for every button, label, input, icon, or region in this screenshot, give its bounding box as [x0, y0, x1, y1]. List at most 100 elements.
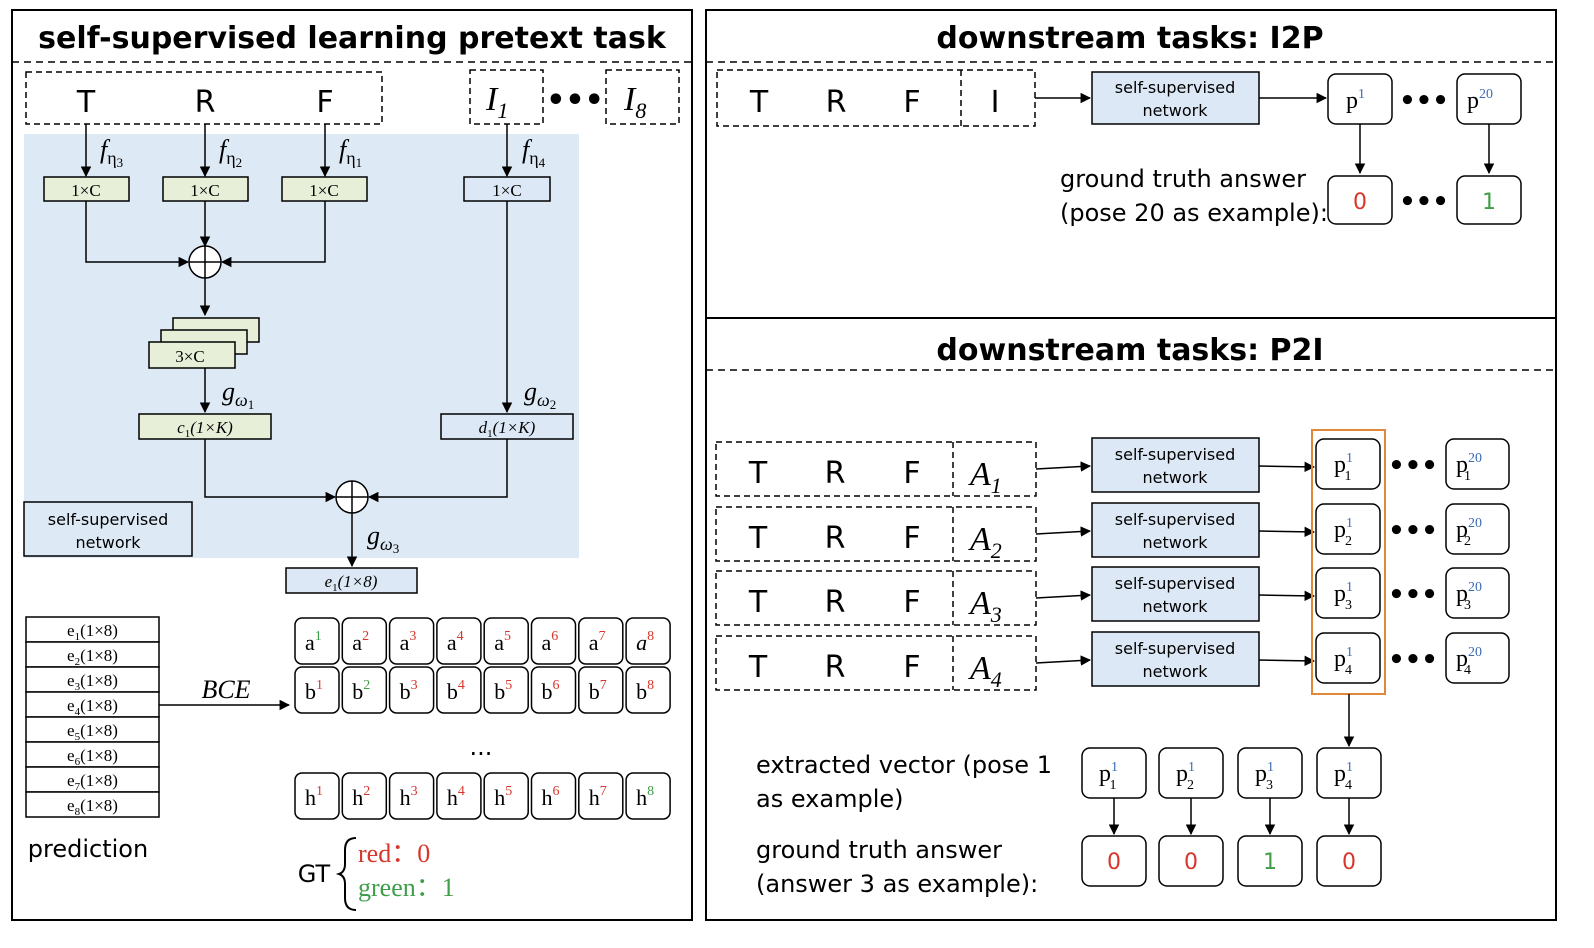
p2i-network-label: network — [1143, 533, 1209, 552]
p2i-answer-box — [1158, 835, 1224, 887]
i2p-answer-box-1 — [1327, 175, 1393, 225]
grid-ellipsis: ... — [470, 733, 493, 761]
p2i-input-letter: F — [903, 521, 920, 556]
grid-cell — [436, 617, 482, 665]
i2p-panel: downstream tasks: I2P T R F I self-super… — [705, 9, 1557, 319]
grid-cell — [341, 772, 388, 820]
grid-cell-label: b1 — [305, 678, 323, 704]
d1-box — [440, 413, 574, 440]
grid-cell-label: b4 — [447, 678, 465, 704]
i2p-network-line1: self-supervised — [1115, 78, 1235, 97]
p2i-input-letter: T — [748, 456, 768, 491]
network-label-line1: self-supervised — [48, 510, 168, 529]
grid-cell — [483, 666, 529, 714]
prediction-row — [25, 791, 160, 818]
left-panel-title: self-supervised learning pretext task — [38, 21, 667, 56]
p2i-answer-value: 1 — [1263, 850, 1277, 875]
grid-cell — [388, 666, 435, 714]
p2i-gt-caption-line1: ground truth answer — [756, 836, 1002, 864]
f-eta4-label: fη4 — [522, 135, 546, 170]
p2i-network-label: self-supervised — [1115, 639, 1235, 658]
p2i-input-letter: F — [903, 585, 920, 620]
i2p-network-line2: network — [1143, 101, 1209, 120]
bce-label: BCE — [201, 675, 250, 704]
p2i-input-letter: T — [748, 585, 768, 620]
grid-cell-label: a1 — [305, 629, 322, 655]
grid-cell-label: h1 — [305, 784, 323, 810]
c1-box — [138, 413, 272, 440]
network-label-box — [23, 501, 193, 557]
p2i-input-letter: F — [903, 456, 920, 491]
p2i-answer-label: A3 — [968, 585, 1002, 627]
p2i-input-box — [715, 506, 1037, 562]
network-background — [24, 134, 579, 558]
p2i-input-letter: R — [825, 456, 846, 491]
f-eta2-label: fη2 — [219, 135, 242, 170]
i2p-pose-label-20: p20 — [1467, 87, 1493, 114]
grid-cell-label: a4 — [447, 629, 464, 655]
p2i-network-label: network — [1143, 468, 1209, 487]
grid-cell-label: a7 — [589, 629, 606, 655]
i2p-caption-line1: ground truth answer — [1060, 165, 1306, 193]
i2p-input-r: R — [826, 85, 847, 120]
i2p-input-i: I — [991, 85, 1000, 120]
extracted-caption-line2: as example) — [756, 785, 904, 813]
p2i-answer-value: 0 — [1107, 850, 1121, 875]
concat-operator-icon — [188, 245, 222, 279]
prediction-row-label: e2(1×8) — [67, 646, 118, 668]
grid-cell — [578, 666, 624, 714]
vector-label-i: 1×C — [492, 181, 521, 200]
grid-cell-label: a3 — [400, 629, 417, 655]
p2i-input-letter: R — [825, 650, 846, 685]
prediction-row — [25, 616, 160, 643]
grid-cell-label: b6 — [542, 678, 560, 704]
grid-cell-label: h6 — [542, 784, 560, 810]
grid-cell-label: b5 — [494, 678, 512, 704]
input-t: T — [76, 85, 96, 120]
i2p-answer-20: 1 — [1482, 190, 1496, 215]
grid-cell — [483, 617, 529, 665]
p2i-pose-box — [1315, 567, 1381, 619]
i2p-caption-line2: (pose 20 as example): — [1060, 199, 1328, 227]
image-label-1: I1 — [485, 81, 508, 123]
prediction-row-label: e6(1×8) — [67, 746, 118, 768]
p2i-network-box — [1091, 437, 1260, 493]
p2i-input-letter: T — [748, 650, 768, 685]
prediction-row — [25, 766, 160, 793]
e1-box — [285, 567, 418, 594]
i2p-input-f: F — [903, 85, 920, 120]
p2i-input-box — [715, 635, 1037, 691]
image-box-8 — [605, 69, 680, 125]
c1-label: c1(1×K) — [177, 418, 233, 440]
i2p-pose-dots: ••• — [1399, 86, 1449, 116]
fusion-operator-icon — [335, 480, 369, 514]
p2i-gt-caption-line2: (answer 3 as example): — [756, 870, 1038, 898]
image-dots: ••• — [546, 83, 604, 118]
vector-label-r: 1×C — [190, 181, 219, 200]
grid-cell-label: h8 — [636, 784, 654, 810]
prediction-row-label: e8(1×8) — [67, 796, 118, 818]
vector-label-t: 1×C — [71, 181, 100, 200]
gt-brace-icon — [335, 837, 357, 911]
p2i-input-box — [715, 570, 1037, 626]
grid-cell — [388, 772, 435, 820]
f-eta3-label: fη3 — [100, 135, 123, 170]
vector-box-t — [43, 176, 130, 202]
grid-cell-label: h3 — [400, 784, 418, 810]
g-omega3-label: gω3 — [367, 521, 399, 556]
gt-red-legend: red：0 — [358, 839, 430, 868]
p2i-network-label: network — [1143, 597, 1209, 616]
p2i-pose-box — [1445, 632, 1510, 684]
trf-input-box — [25, 71, 383, 125]
grid-cell — [625, 666, 671, 714]
p2i-pose-box — [1315, 503, 1381, 555]
network-label-line2: network — [76, 533, 142, 552]
grid-cell — [388, 617, 435, 665]
d1-label: d1(1×K) — [479, 418, 536, 440]
